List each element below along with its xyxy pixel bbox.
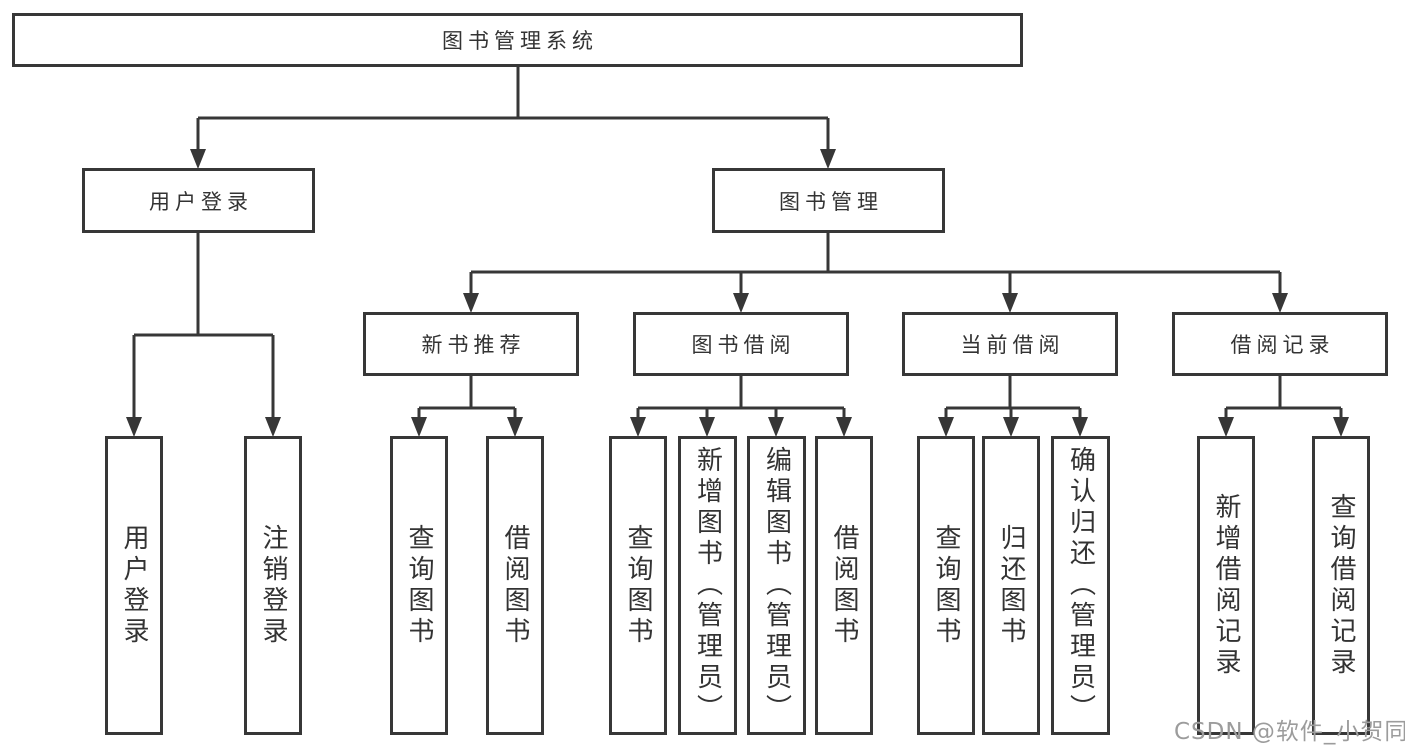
arrow-down-icons [126, 149, 1349, 437]
node-leaf-query-books-current: 查询图书 [917, 436, 975, 735]
node-label: 查询借阅记录 [1326, 492, 1356, 679]
node-label: 借阅图书 [829, 523, 859, 648]
node-label: 查询图书 [931, 523, 961, 648]
node-borrowing-records: 借阅记录 [1172, 312, 1388, 376]
node-label: 用户登录 [119, 523, 149, 648]
node-label: 新书推荐 [421, 333, 526, 357]
node-label: 借阅记录 [1230, 333, 1335, 357]
node-leaf-borrow-books-recommend: 借阅图书 [486, 436, 544, 735]
node-label: 借阅图书 [500, 523, 530, 648]
node-current-borrowing: 当前借阅 [902, 312, 1118, 376]
node-leaf-borrow-books: 借阅图书 [815, 436, 873, 735]
node-label: 新增借阅记录 [1211, 492, 1241, 679]
node-leaf-query-books-recommend: 查询图书 [390, 436, 448, 735]
node-leaf-logout: 注销登录 [244, 436, 302, 735]
node-label: 用户登录 [149, 189, 253, 214]
node-leaf-user-login: 用户登录 [105, 436, 163, 735]
node-label: 确认归还（管理员） [1065, 446, 1096, 725]
node-leaf-edit-book-admin: 编辑图书（管理员） [747, 436, 806, 735]
node-label: 注销登录 [258, 523, 288, 648]
node-leaf-add-borrow-record: 新增借阅记录 [1197, 436, 1255, 735]
node-label: 查询图书 [404, 523, 434, 648]
node-leaf-add-book-admin: 新增图书（管理员） [678, 436, 737, 735]
node-root-library-system: 图书管理系统 [12, 13, 1023, 67]
node-label: 编辑图书（管理员） [761, 446, 792, 725]
node-label: 当前借阅 [960, 333, 1065, 357]
node-label: 图书借阅 [691, 333, 796, 357]
node-leaf-return-book: 归还图书 [982, 436, 1040, 735]
node-label: 归还图书 [996, 523, 1026, 648]
csdn-watermark: CSDN @软件_小贺同学 [1174, 719, 1405, 745]
node-label: 图书管理系统 [442, 29, 598, 53]
node-book-management-module: 图书管理 [712, 168, 945, 233]
node-label: 查询图书 [623, 523, 653, 648]
node-label: 新增图书（管理员） [692, 446, 723, 725]
node-label: 图书管理 [779, 189, 883, 214]
node-leaf-confirm-return-admin: 确认归还（管理员） [1051, 436, 1110, 735]
node-book-borrowing: 图书借阅 [633, 312, 849, 376]
node-leaf-query-books-borrowing: 查询图书 [609, 436, 667, 735]
node-new-book-recommend: 新书推荐 [363, 312, 579, 376]
node-leaf-query-borrow-record: 查询借阅记录 [1312, 436, 1370, 735]
edge-lines [132, 66, 1343, 418]
node-user-login-module: 用户登录 [82, 168, 315, 233]
